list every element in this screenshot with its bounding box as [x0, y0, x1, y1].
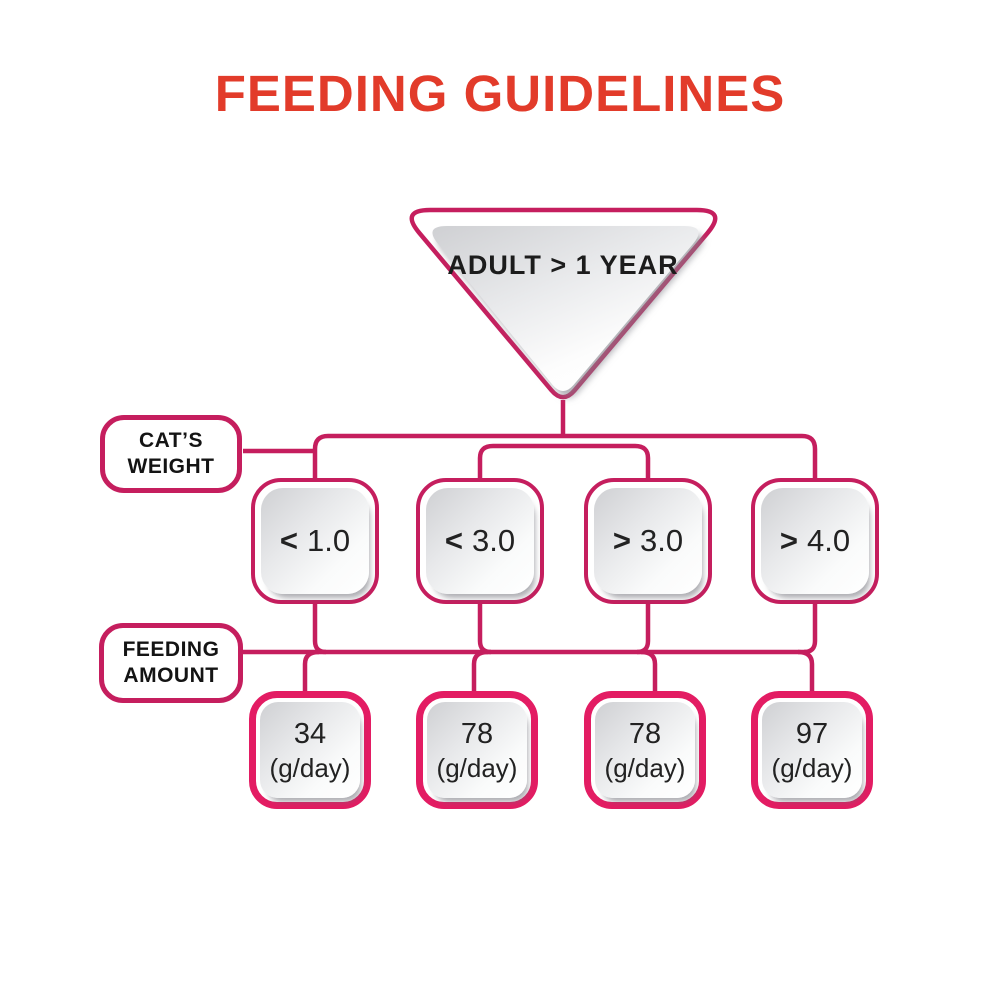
amount-node-3-unit: (g/day) — [604, 752, 686, 783]
weight-node-3-face: >3.0 — [594, 488, 702, 594]
connector-feed-2 — [471, 649, 489, 693]
connector-feed-4 — [797, 649, 815, 693]
amount-node-2-unit: (g/day) — [436, 752, 518, 783]
amount-node-4: 97 (g/day) — [751, 691, 873, 809]
weight-node-3: >3.0 — [584, 478, 712, 604]
amount-node-3-face: 78 (g/day) — [595, 702, 695, 798]
amount-node-1-face: 34 (g/day) — [260, 702, 360, 798]
weight-node-2-value: 3.0 — [472, 523, 516, 558]
weight-node-4-face: >4.0 — [761, 488, 869, 594]
amount-node-2-value: 78 — [460, 718, 494, 751]
weight-node-3-op: > — [612, 523, 631, 558]
amount-node-3-value: 78 — [628, 718, 662, 751]
weight-node-4: >4.0 — [751, 478, 879, 604]
amount-node-4-face: 97 (g/day) — [762, 702, 862, 798]
amount-node-3: 78 (g/day) — [584, 691, 706, 809]
amount-node-1-unit: (g/day) — [269, 752, 351, 783]
amount-node-4-unit: (g/day) — [771, 752, 853, 783]
amount-node-4-value: 97 — [795, 718, 829, 751]
root-node-label: ADULT > 1 YEAR — [447, 250, 679, 280]
root-triangle-face — [432, 226, 699, 391]
connector-drop-1 — [312, 604, 327, 655]
weight-node-4-value: 4.0 — [807, 523, 851, 558]
weight-node-1-face: <1.0 — [261, 488, 369, 594]
amount-node-2: 78 (g/day) — [416, 691, 538, 809]
connector-top-bus — [312, 433, 818, 478]
weight-node-2: <3.0 — [416, 478, 544, 604]
weight-node-4-op: > — [779, 523, 798, 558]
connector-feed-1 — [302, 649, 320, 693]
weight-node-2-face: <3.0 — [426, 488, 534, 594]
weight-node-1: <1.0 — [251, 478, 379, 604]
connector-drop-4 — [803, 604, 818, 655]
row-label-amount-line2: AMOUNT — [123, 664, 219, 687]
row-label-cats-weight: CAT’S WEIGHT — [100, 415, 242, 493]
row-label-weight-line1: CAT’S — [139, 429, 203, 453]
amount-node-1: 34 (g/day) — [249, 691, 371, 809]
page-title: FEEDING GUIDELINES — [214, 65, 786, 122]
row-label-feeding-amount: FEEDING AMOUNT — [99, 623, 243, 703]
weight-node-2-op: < — [444, 523, 463, 558]
connector-top-bridge — [477, 443, 651, 478]
connector-drop-2 — [477, 604, 492, 655]
weight-node-3-value: 3.0 — [640, 523, 684, 558]
weight-node-1-value: 1.0 — [307, 523, 351, 558]
connector-drop-3 — [636, 604, 651, 655]
amount-node-2-face: 78 (g/day) — [427, 702, 527, 798]
weight-node-1-op: < — [279, 523, 298, 558]
connector-feed-3 — [640, 649, 658, 693]
amount-node-1-value: 34 — [293, 718, 327, 751]
row-label-amount-line1: FEEDING — [122, 638, 220, 662]
row-label-weight-line2: WEIGHT — [127, 455, 215, 478]
